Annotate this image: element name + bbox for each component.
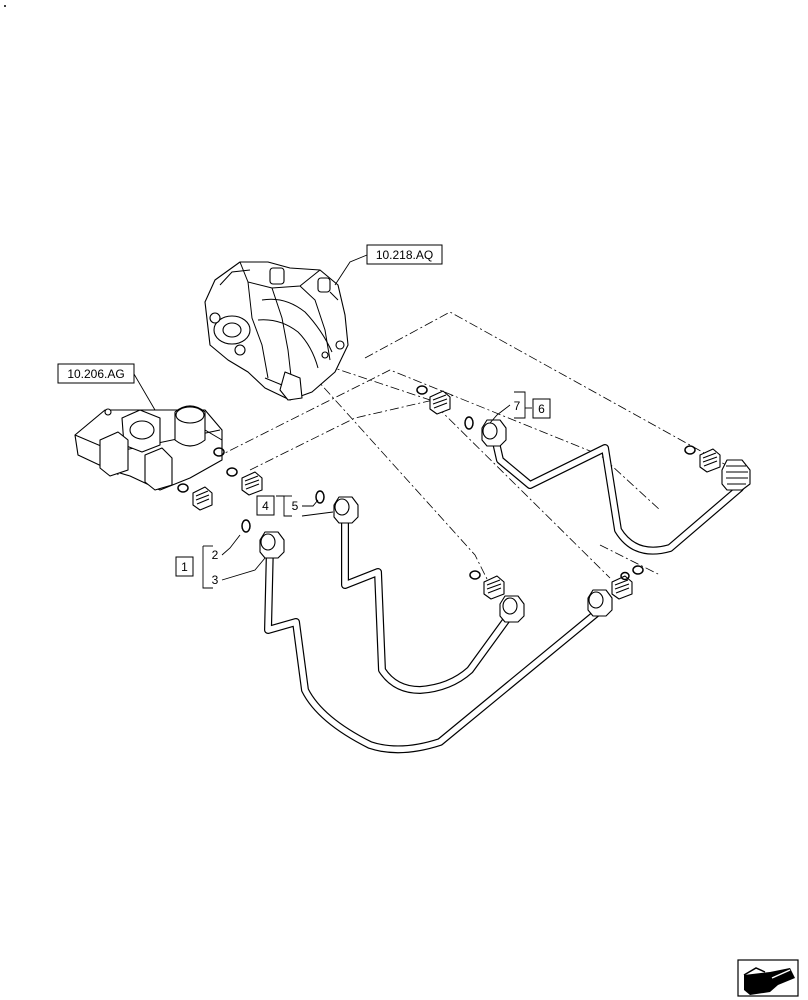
callout-item-5-text: 5 xyxy=(292,499,299,513)
callout-item-6-text: 6 xyxy=(538,402,545,416)
callout-item-4-text: 4 xyxy=(262,499,269,513)
callout-ref-block-text: 10.206.AG xyxy=(67,367,124,381)
fittings xyxy=(177,385,721,600)
callout-item-1-text: 1 xyxy=(181,560,188,574)
callout-item-5: 5 xyxy=(292,499,299,513)
pipe-nuts xyxy=(259,419,751,623)
callout-ref-pump[interactable]: 10.218.AQ xyxy=(366,244,443,265)
callout-item-1[interactable]: 1 xyxy=(175,556,194,577)
distribution-block-illustration xyxy=(74,405,223,491)
callout-item-3: 3 xyxy=(212,573,219,587)
callout-ref-block[interactable]: 10.206.AG xyxy=(57,363,135,384)
pipes xyxy=(264,434,744,754)
oring-item-5 xyxy=(315,490,325,504)
callout-item-7-text: 7 xyxy=(514,399,521,413)
callout-item-3-text: 3 xyxy=(212,573,219,587)
leader-lines xyxy=(133,254,532,589)
callout-ref-pump-text: 10.218.AQ xyxy=(376,248,433,262)
fuel-pump-illustration xyxy=(204,261,349,401)
oring-item-2 xyxy=(241,519,251,533)
arrow-icon[interactable] xyxy=(737,959,799,997)
callout-item-4[interactable]: 4 xyxy=(256,495,275,516)
oring-item-7 xyxy=(464,416,474,430)
callout-item-2-text: 2 xyxy=(212,548,219,562)
callout-item-6[interactable]: 6 xyxy=(532,398,551,419)
callout-item-7: 7 xyxy=(514,399,521,413)
corner-dot xyxy=(4,5,6,7)
callout-item-2: 2 xyxy=(212,548,219,562)
